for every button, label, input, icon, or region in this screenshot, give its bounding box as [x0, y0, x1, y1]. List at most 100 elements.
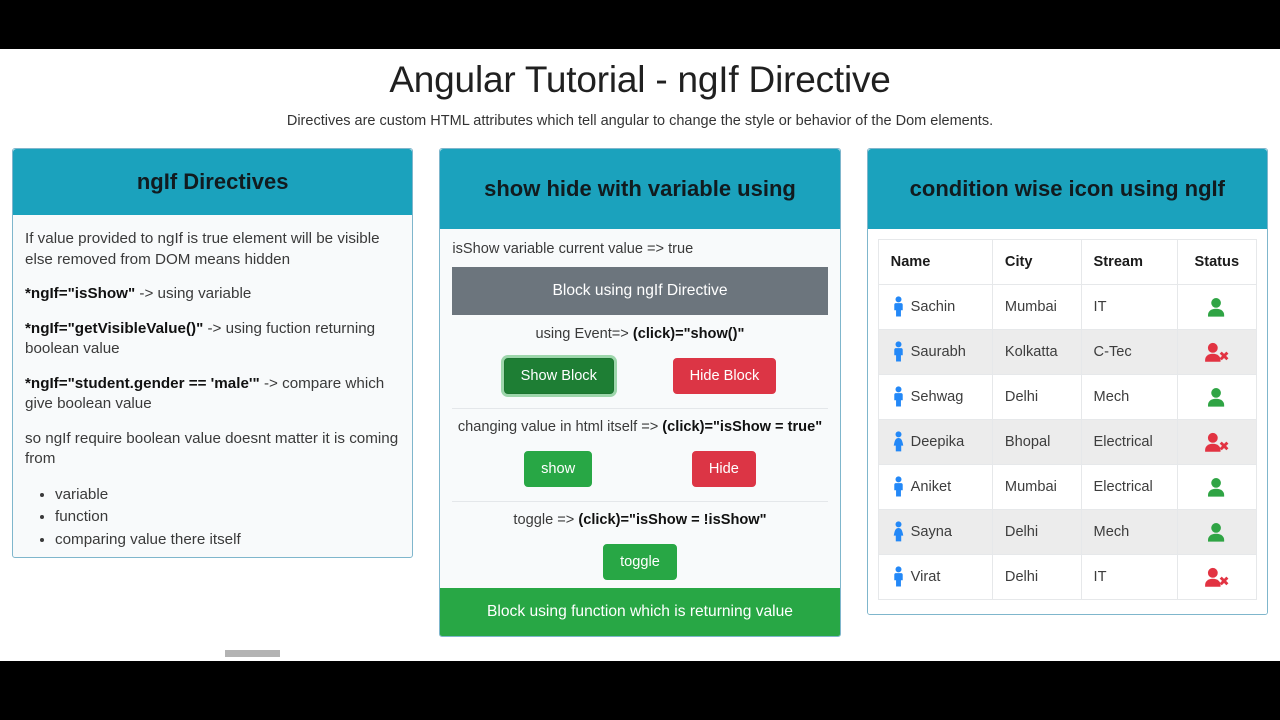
cell-name: Saurabh	[877, 329, 993, 375]
cell-name: Sachin	[877, 284, 993, 330]
cell-city: Delhi	[991, 554, 1082, 600]
list-item: comparing value there itself	[55, 529, 400, 552]
cell-status	[1176, 419, 1257, 465]
cell-stream: Electrical	[1080, 464, 1178, 510]
divider-two	[452, 501, 828, 503]
page-subtitle: Directives are custom HTML attributes wh…	[286, 113, 994, 129]
block-using-ngif-directive: Block using ngIf Directive	[452, 267, 828, 315]
divider-one	[452, 408, 828, 410]
cell-stream: Mech	[1080, 374, 1178, 420]
ngif-syntax: *ngIf="getVisibleValue()"	[25, 319, 204, 337]
cell-city: Delhi	[991, 509, 1082, 555]
ngif-paragraph: *ngIf="isShow" -> using variable	[25, 285, 252, 303]
toggle-button[interactable]: toggle	[603, 544, 677, 581]
male-user-icon	[893, 296, 903, 317]
cell-name: Sehwag	[877, 374, 993, 420]
user-inactive-icon	[1204, 432, 1229, 452]
column-ngif-directives: ngIf Directives If value provided to ngI…	[12, 148, 414, 637]
toggle-note: toggle => (click)="isShow = !isShow"	[452, 512, 827, 528]
male-user-icon	[893, 341, 903, 362]
user-inactive-icon	[1204, 342, 1229, 362]
show-block-button[interactable]: Show Block	[503, 358, 614, 395]
card-header-ngif-directives: ngIf Directives	[13, 149, 413, 215]
ngif-syntax: *ngIf="isShow"	[25, 285, 136, 303]
cell-status	[1176, 374, 1257, 420]
page-title: Angular Tutorial - ngIf Directive	[389, 59, 891, 100]
block-using-function: Block using function which is returning …	[440, 588, 840, 637]
student-name: Saurabh	[910, 344, 966, 360]
hide-button[interactable]: Hide	[691, 451, 756, 488]
show-hide-button-row: show Hide	[452, 445, 827, 499]
student-name: Deepika	[910, 434, 965, 450]
event-note: using Event=> (click)="show()"	[452, 326, 827, 342]
show-button[interactable]: show	[524, 451, 593, 488]
event-note-bold: (click)="show()"	[632, 326, 745, 342]
card-body-show-hide: isShow variable current value => true Bl…	[440, 229, 840, 637]
show-hide-block-button-row: Show Block Hide Block	[452, 352, 827, 406]
male-user-icon	[893, 476, 903, 497]
horizontal-scrollbar-thumb[interactable]	[225, 650, 280, 657]
cell-status	[1176, 284, 1257, 330]
cell-status	[1176, 464, 1257, 510]
cell-status	[1176, 554, 1257, 600]
card-header-condition-icon: condition wise icon using ngIf	[867, 149, 1267, 229]
cell-name: Sayna	[877, 509, 993, 555]
list-item: function	[55, 506, 400, 529]
list-item: variable	[55, 484, 400, 507]
user-active-icon	[1207, 297, 1224, 317]
student-name: Virat	[910, 569, 941, 585]
user-inactive-icon	[1204, 567, 1229, 587]
toggle-note-plain: toggle =>	[513, 512, 579, 529]
cell-city: Mumbai	[991, 464, 1082, 510]
male-user-icon	[893, 386, 903, 407]
html-change-note: changing value in html itself => (click)…	[452, 419, 827, 435]
hide-block-button[interactable]: Hide Block	[672, 358, 777, 395]
toggle-button-row: toggle	[452, 538, 827, 588]
user-active-icon	[1207, 477, 1224, 497]
user-active-icon	[1207, 522, 1224, 542]
cards-row: ngIf Directives If value provided to ngI…	[0, 129, 1280, 638]
cell-stream: Mech	[1080, 509, 1178, 555]
ngif-paragraph: *ngIf="getVisibleValue()" -> using fucti…	[25, 319, 376, 358]
female-user-icon	[893, 431, 903, 452]
cell-city: Mumbai	[991, 284, 1082, 330]
ngif-source-list: variablefunctioncomparing value there it…	[55, 484, 400, 552]
card-header-show-hide: show hide with variable using	[440, 149, 840, 229]
ngif-paragraph: *ngIf="student.gender == 'male'" -> comp…	[25, 374, 385, 413]
student-name: Sayna	[910, 524, 953, 540]
female-user-icon	[893, 521, 903, 542]
html-change-note-plain: changing value in html itself =>	[457, 419, 663, 436]
table-header-status: Status	[1176, 239, 1257, 285]
cell-name: Virat	[877, 554, 993, 600]
card-ngif-directives: ngIf Directives If value provided to ngI…	[12, 148, 414, 558]
cell-stream: Electrical	[1080, 419, 1178, 465]
card-body-ngif-directives: If value provided to ngIf is true elemen…	[13, 215, 412, 557]
ngif-paragraph: If value provided to ngIf is true elemen…	[25, 230, 380, 268]
ngif-paragraph: so ngIf require boolean value doesnt mat…	[25, 429, 399, 468]
letterbox-bottom-bar	[0, 661, 1280, 720]
cell-stream: IT	[1080, 284, 1178, 330]
isshow-current-value-note: isShow variable current value => true	[452, 241, 694, 257]
cell-city: Delhi	[991, 374, 1082, 420]
card-show-hide: show hide with variable using isShow var…	[439, 148, 841, 638]
cell-name: Deepika	[877, 419, 993, 465]
user-active-icon	[1207, 387, 1224, 407]
column-show-hide: show hide with variable using isShow var…	[439, 148, 841, 638]
ngif-syntax: *ngIf="student.gender == 'male'"	[25, 374, 260, 392]
cell-stream: C-Tec	[1080, 329, 1178, 375]
table-header-name: Name	[877, 239, 993, 285]
cell-stream: IT	[1080, 554, 1178, 600]
cell-status	[1176, 329, 1257, 375]
student-name: Sehwag	[910, 389, 964, 405]
table-header-stream: Stream	[1080, 239, 1178, 285]
